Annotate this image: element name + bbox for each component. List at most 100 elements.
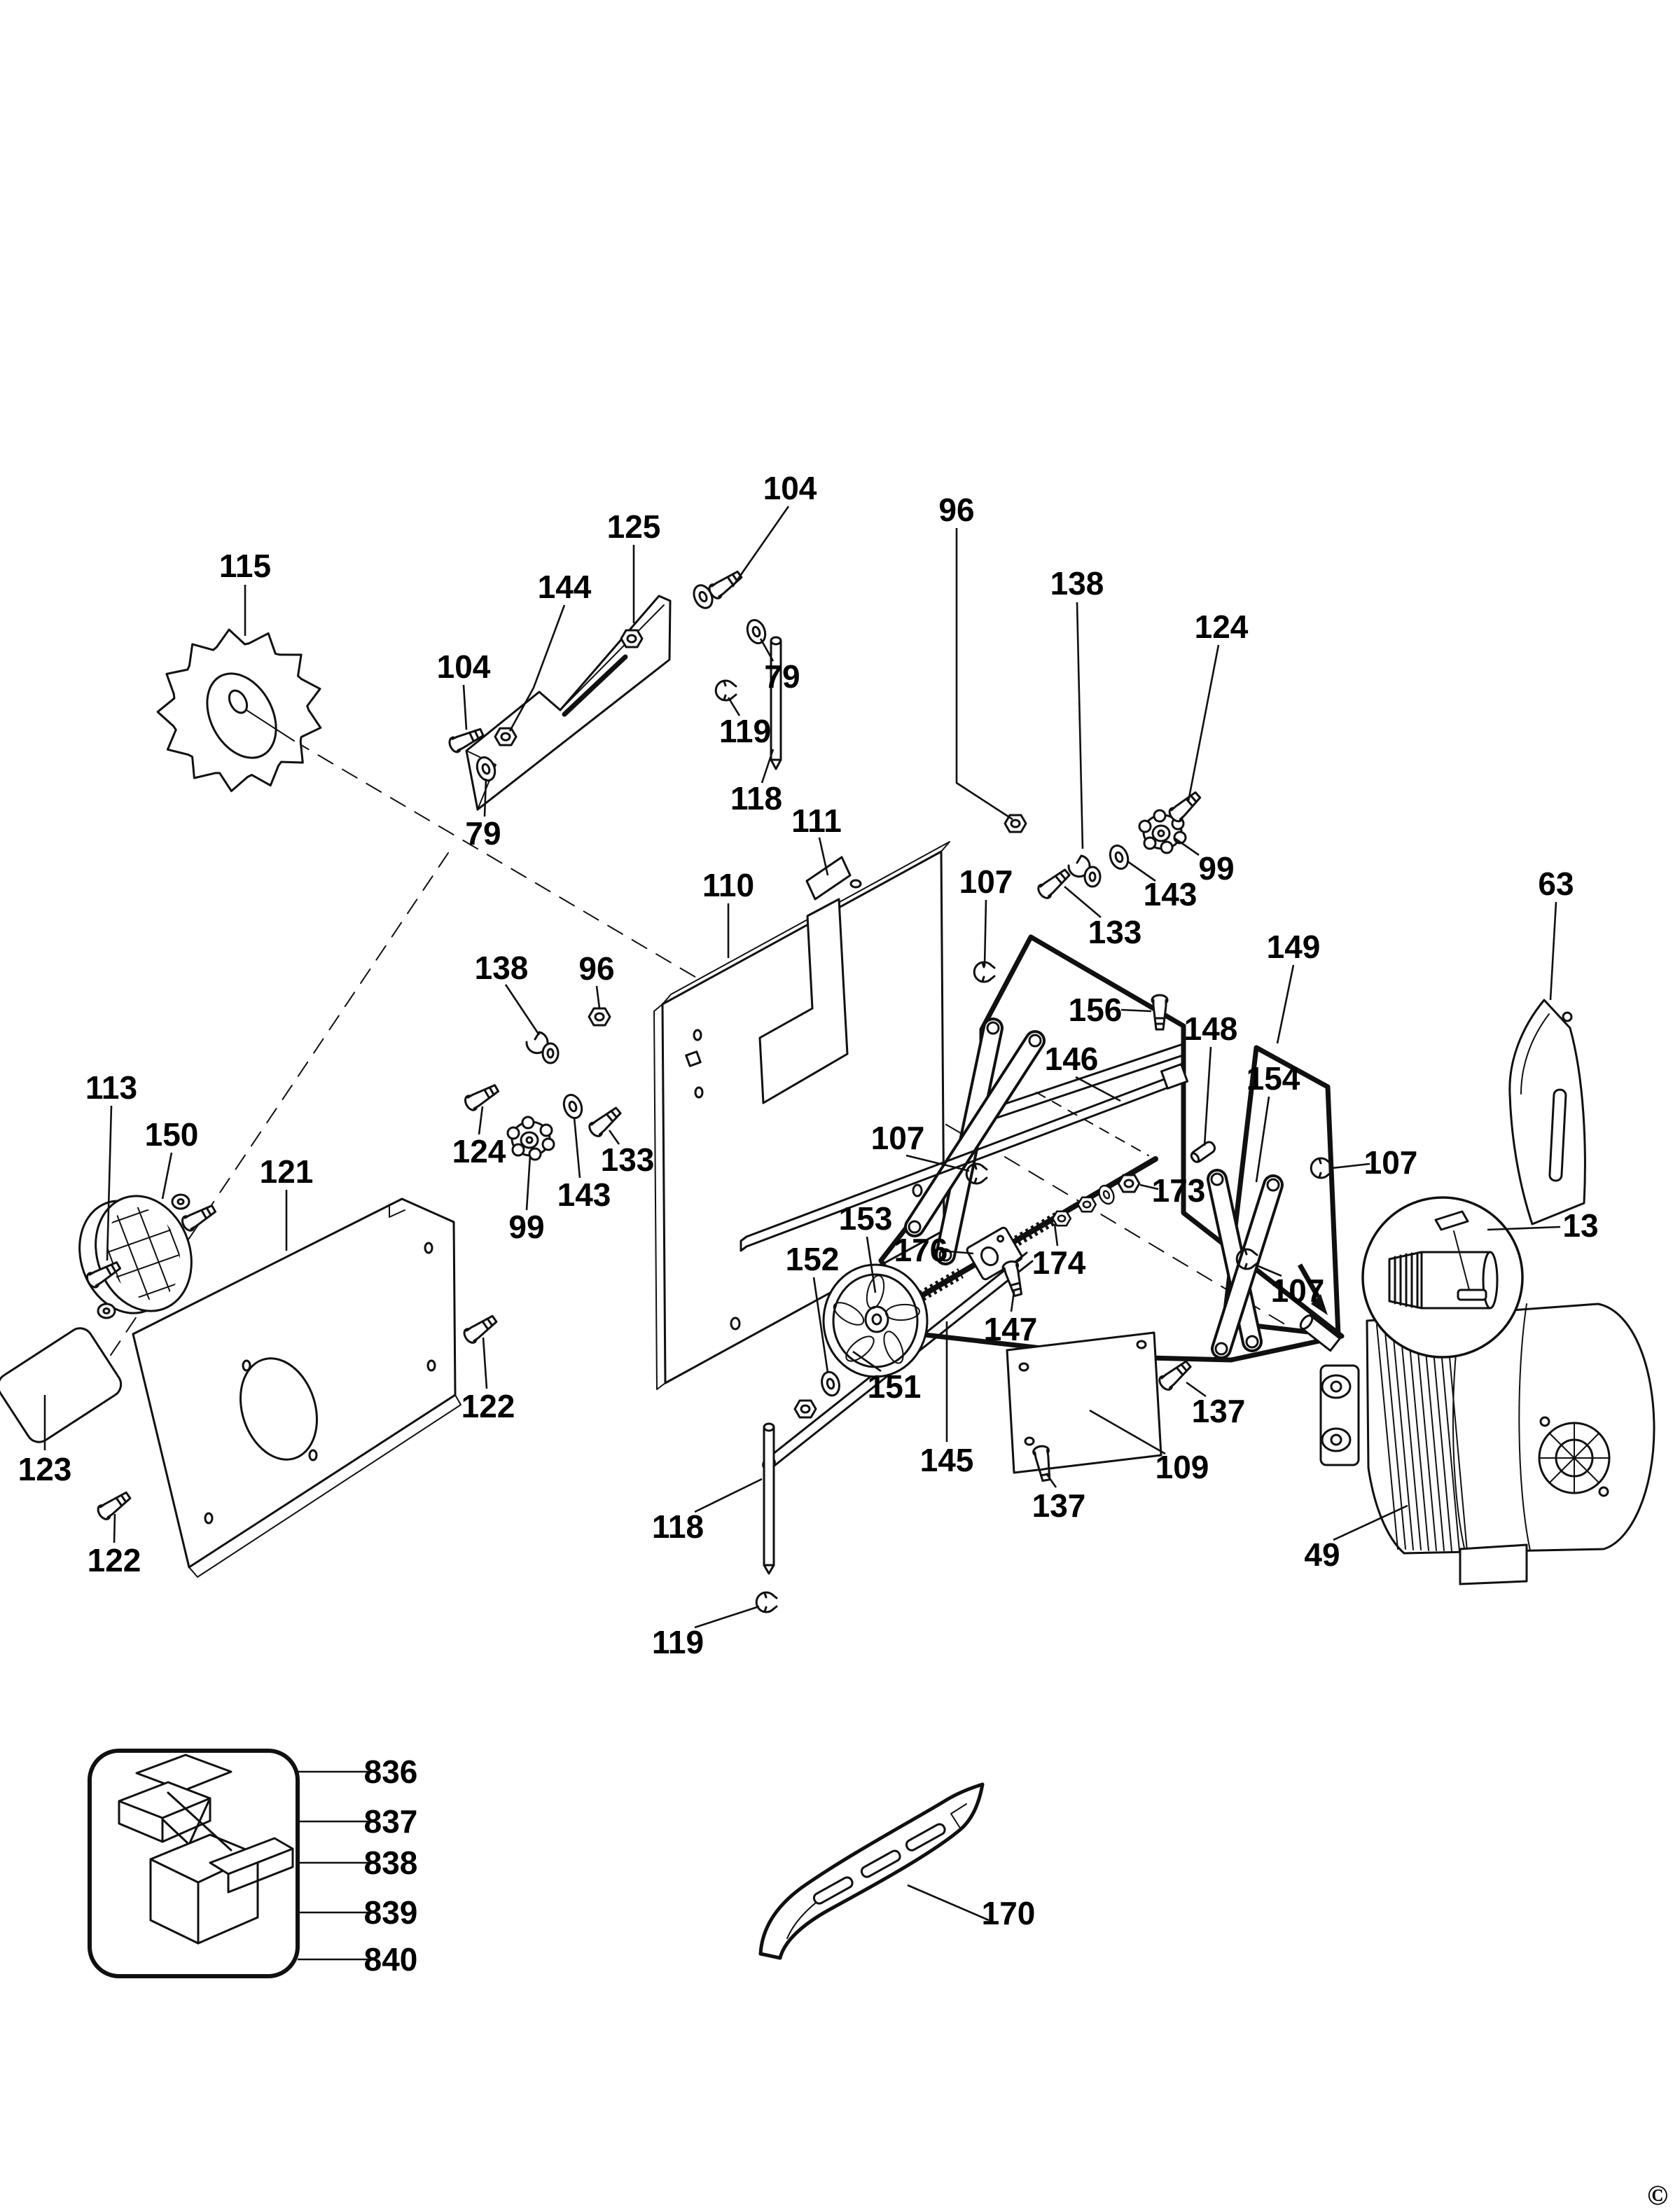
motor (1297, 1263, 1655, 1585)
leader-49 (1333, 1504, 1408, 1541)
arbor-axis-line (246, 709, 295, 742)
callout-63: 63 (1538, 866, 1574, 902)
shaft-arrow-stem (1297, 1263, 1321, 1298)
warning-sticker (805, 856, 852, 901)
leader-99-top (1173, 836, 1200, 856)
arm-slot-1 (812, 1876, 854, 1905)
motor-bracket-hole-1 (1330, 1380, 1342, 1393)
bolt-133-left (585, 1103, 625, 1140)
bolt-133-top (1034, 865, 1074, 902)
leader-138-left (504, 984, 541, 1036)
leader-96-top (955, 528, 1013, 821)
leader-99-left (525, 1155, 532, 1211)
cover-hole-3 (204, 1512, 214, 1525)
callout-138-left: 138 (475, 950, 529, 986)
callout-146: 146 (1045, 1041, 1099, 1077)
cover-hole-1 (308, 1449, 318, 1461)
callout-133-left: 133 (601, 1141, 655, 1178)
callout-123: 123 (18, 1451, 72, 1487)
leader-124-top (1187, 644, 1220, 802)
panel-cutout (758, 898, 849, 1104)
leader-63 (1549, 901, 1557, 1001)
nut-96-top (1004, 814, 1027, 833)
callout-122-right: 122 (461, 1388, 515, 1424)
callout-153: 153 (839, 1200, 893, 1237)
screw-124-top (1166, 788, 1205, 825)
callout-151: 151 (868, 1368, 922, 1405)
callout-124-left: 124 (452, 1133, 506, 1169)
callout-137-bottom: 137 (1032, 1487, 1086, 1524)
callout-layer: 1151251441047911911811111010479961381249… (18, 470, 1599, 1978)
callout-137-right: 137 (1192, 1393, 1246, 1429)
callout-99-top: 99 (1198, 850, 1234, 887)
panel-left-thickness (653, 1004, 666, 1390)
callout-110: 110 (702, 867, 754, 903)
dust-vent (78, 1193, 193, 1319)
leader-79-left (483, 778, 487, 817)
leader-122-left (113, 1513, 116, 1543)
guard-slot (562, 654, 628, 717)
callout-145: 145 (920, 1442, 974, 1478)
leader-152 (812, 1277, 829, 1373)
leader-170 (907, 1884, 990, 1922)
leader-107-3 (1331, 1162, 1370, 1169)
leader-107-2 (905, 1154, 970, 1172)
callout-148: 148 (1184, 1011, 1238, 1047)
wheel-spoke-slots (833, 1275, 920, 1364)
plate-109-face (1006, 1331, 1162, 1474)
panel-hole-4 (730, 1317, 741, 1331)
callout-79-right: 79 (764, 658, 800, 695)
shaft-detail-inset (1361, 1196, 1524, 1359)
knife-slot (1548, 1088, 1567, 1182)
support-rail (740, 1063, 1189, 1252)
callout-115: 115 (219, 548, 271, 584)
callout-156: 156 (1069, 992, 1123, 1028)
knife-inner-edge (1520, 1013, 1550, 1095)
motor-foot (1459, 1543, 1528, 1585)
lead-screw-thread-2 (1013, 1212, 1061, 1246)
motor-bolt-2 (1598, 1486, 1609, 1497)
leader-153 (866, 1236, 877, 1293)
inset-shaft (1388, 1251, 1499, 1310)
screw-137-right (1155, 1356, 1195, 1394)
handwheel (822, 1263, 929, 1378)
callout-143-top: 143 (1144, 876, 1197, 912)
leader-96-left (595, 985, 601, 1009)
callout-124-top: 124 (1195, 609, 1249, 645)
leader-113 (106, 1105, 113, 1261)
hook-138-left (525, 1031, 560, 1064)
leader-148 (1203, 1046, 1212, 1146)
link-arms-front (904, 1018, 1046, 1265)
support-rod-top (770, 636, 782, 770)
toolbox-inset (88, 1749, 300, 1978)
cover-hole-5 (426, 1359, 436, 1372)
motor-bracket-hole-2 (1330, 1433, 1342, 1446)
vent-ear-top (171, 1193, 190, 1210)
vent-ear-bottom (97, 1303, 116, 1319)
leader-151 (852, 1350, 882, 1373)
arm-hook-notch (950, 1803, 967, 1830)
callout-107-3: 107 (1364, 1144, 1418, 1181)
leader-143-top (1127, 860, 1156, 882)
link-arms-rear (1207, 1169, 1284, 1359)
callout-109: 109 (1155, 1449, 1209, 1485)
main-panel (653, 841, 950, 1390)
callout-152: 152 (786, 1241, 840, 1277)
leader-118-bottom (694, 1478, 763, 1513)
leader-147 (1010, 1291, 1015, 1312)
saw-blade-arbor-hole (228, 689, 249, 714)
arm-slot-3 (905, 1823, 946, 1852)
wheel-hub-hole (871, 1313, 882, 1326)
callout-138-top: 138 (1050, 565, 1104, 602)
knife-hole (1562, 1011, 1573, 1022)
callout-150: 150 (145, 1116, 199, 1153)
nut-173 (1117, 1174, 1141, 1193)
pin-148 (1188, 1139, 1218, 1165)
callout-99-left: 99 (508, 1209, 544, 1245)
guard-left-tip-fold (466, 750, 497, 810)
panel-hole-top (849, 879, 862, 889)
cover-top-notch (389, 1204, 405, 1218)
guard-nut-right (620, 629, 644, 648)
side-cover-panel (132, 1197, 461, 1578)
leader-143-left (573, 1117, 581, 1179)
